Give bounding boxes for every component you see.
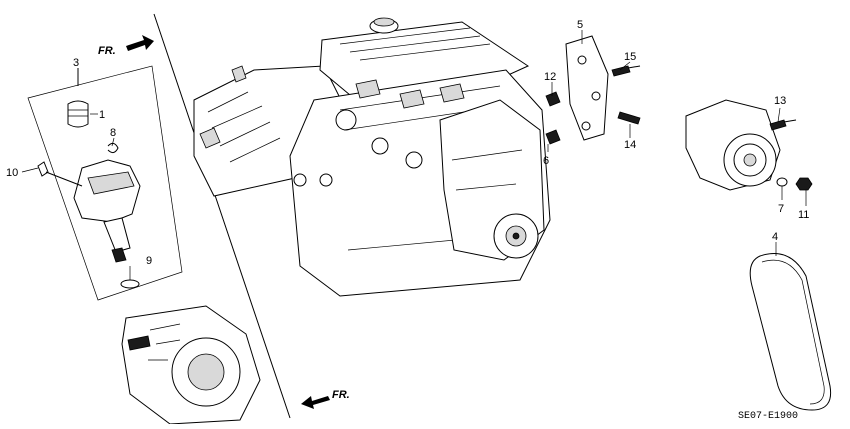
callout-9: 9	[146, 255, 152, 267]
part-11-nut	[795, 177, 813, 191]
part-14-bolt	[617, 111, 641, 125]
callout-7: 7	[778, 203, 784, 215]
part-9-o-ring	[120, 279, 140, 289]
bracket-group	[545, 35, 641, 145]
part-5-bracket	[565, 35, 609, 141]
callout-1: 1	[99, 109, 105, 121]
front-arrow-icon	[126, 35, 154, 51]
front-arrow-icon-bottom	[301, 396, 330, 409]
callout-6: 6	[543, 155, 549, 167]
part-15-bolt	[611, 65, 631, 77]
front-arrow-top: FR.	[98, 35, 154, 57]
callout-10: 10	[6, 167, 18, 179]
front-arrow-bottom: FR.	[301, 389, 350, 409]
part-13-bolt	[769, 119, 787, 131]
callout-5: 5	[577, 19, 583, 31]
part-8-clip	[107, 142, 119, 154]
part-10-sensor	[37, 161, 49, 177]
leader-lines	[21, 30, 807, 280]
callout-14: 14	[624, 139, 636, 151]
callout-13: 13	[774, 95, 786, 107]
distributor-group-bracket	[27, 65, 183, 301]
front-label-bottom: FR.	[332, 389, 350, 401]
section-divider	[153, 13, 291, 419]
part-12-bolt	[545, 91, 561, 107]
engine-block	[193, 17, 551, 297]
callout-3: 3	[73, 57, 79, 69]
callout-8: 8	[110, 127, 116, 139]
diagram-code: SE07-E1900	[738, 411, 798, 422]
pump-group	[685, 99, 813, 191]
callout-15: 15	[624, 51, 636, 63]
callout-4: 4	[772, 231, 778, 243]
transmission-housing	[121, 305, 261, 425]
part-6-bolt	[545, 129, 561, 145]
callout-12: 12	[544, 71, 556, 83]
distributor-shaft	[103, 217, 131, 253]
part-4-belt	[749, 253, 832, 411]
callout-11: 11	[798, 209, 809, 221]
part-1-cap	[67, 100, 89, 128]
part-7-washer	[776, 177, 788, 187]
distributor-group	[27, 65, 183, 301]
callout-labels: 1 3 4 5 6 7 8 9 10 11 12 13 14 15	[6, 19, 809, 267]
front-label-top: FR.	[98, 45, 116, 57]
